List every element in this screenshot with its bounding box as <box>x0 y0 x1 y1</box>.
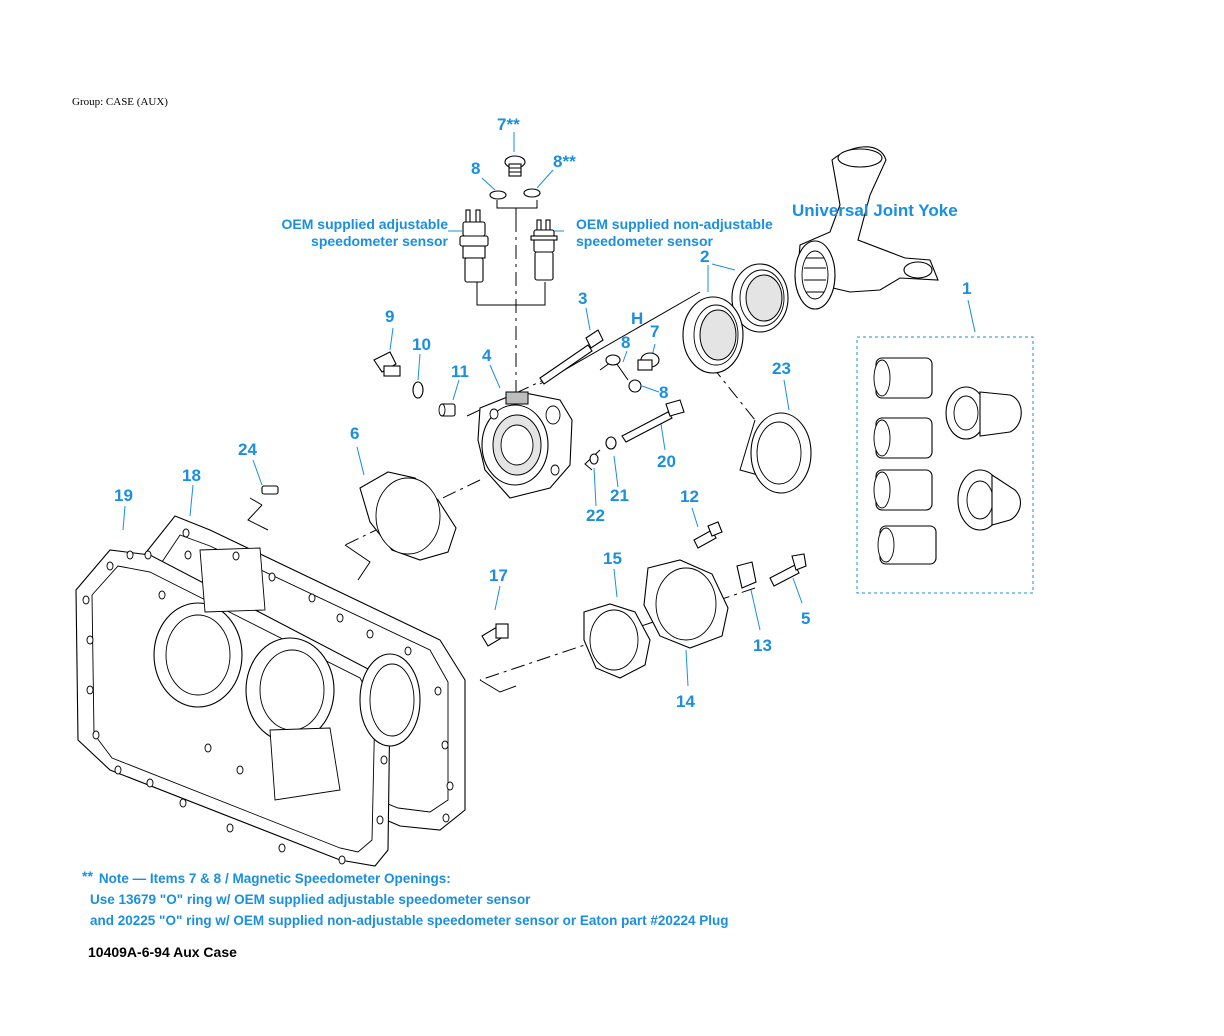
cover-14 <box>643 559 729 649</box>
seal-rear <box>731 263 789 333</box>
callout-8-top-right: 8** <box>553 152 576 171</box>
callout-11: 11 <box>451 362 469 381</box>
kit-installer-1 <box>945 386 1022 440</box>
bolt-3 <box>539 329 604 385</box>
callout-7-right: 7 <box>650 322 660 341</box>
kit-sleeve-4 <box>877 525 937 565</box>
callout-2: 2 <box>700 247 710 266</box>
note-line-2: Use 13679 "O" ring w/ OEM supplied adjus… <box>90 892 531 907</box>
callout-7-top: 7** <box>497 115 520 134</box>
universal-joint-yoke-label: Universal Joint Yoke <box>792 201 958 220</box>
oem-adjustable-line2: speedometer sensor <box>311 233 448 249</box>
callout-10: 10 <box>412 335 431 354</box>
callout-18: 18 <box>182 466 201 485</box>
callout-H: H <box>631 309 644 328</box>
callout-24: 24 <box>238 440 257 459</box>
callout-17: 17 <box>489 566 508 585</box>
leader-lines <box>122 132 976 687</box>
bearing-cover <box>477 391 573 499</box>
oem-adjustable-line1: OEM supplied adjustable <box>281 216 448 232</box>
washer-21 <box>605 436 617 450</box>
kit-installer-2 <box>957 469 1021 531</box>
bolt-5 <box>769 553 807 587</box>
callout-19: 19 <box>114 486 133 505</box>
case-bolt-holes <box>82 528 454 865</box>
callout-13: 13 <box>753 636 772 655</box>
figure-id: 10409A-6-94 Aux Case <box>88 944 237 960</box>
kit-sleeve-1 <box>873 357 933 399</box>
plug-7 <box>637 352 660 371</box>
dowel-11 <box>438 403 456 417</box>
bolt-12 <box>693 521 723 549</box>
aux-case-19 <box>75 547 421 867</box>
fitting-17 <box>481 623 509 647</box>
nonadjustable-speedometer-sensor <box>530 219 558 281</box>
callout-14: 14 <box>676 692 695 711</box>
adjustable-speedometer-sensor <box>459 209 489 283</box>
o-ring-top-left <box>489 190 507 200</box>
o-ring-8-lower <box>628 379 642 393</box>
seal-23 <box>750 412 812 494</box>
note-line-3: and 20225 "O" ring w/ OEM supplied non-a… <box>90 913 729 928</box>
pin-22 <box>589 453 599 465</box>
callout-21: 21 <box>610 486 629 505</box>
callout-5: 5 <box>801 609 811 628</box>
callout-8-mid-lower: 8 <box>659 383 669 402</box>
gasket-6 <box>359 471 457 561</box>
speedometer-note: ** Note — Items 7 & 8 / Magnetic Speedome… <box>82 866 728 931</box>
note-marker: ** <box>82 868 93 884</box>
callout-4: 4 <box>482 346 492 365</box>
callout-20: 20 <box>657 452 676 471</box>
note-line-1: ** Note — Items 7 & 8 / Magnetic Speedome… <box>82 866 728 889</box>
callout-23: 23 <box>772 359 791 378</box>
group-label: Group: CASE (AUX) <box>72 96 168 108</box>
callout-12: 12 <box>680 487 699 506</box>
note-line-1-text: Note — Items 7 & 8 / Magnetic Speedomete… <box>98 871 451 886</box>
callout-8-mid-upper: 8 <box>621 333 631 352</box>
callout-8-top-left: 8 <box>471 159 481 178</box>
callout-22: 22 <box>586 506 605 525</box>
oem-nonadjustable-line2: speedometer sensor <box>576 233 713 249</box>
stud-24 <box>261 485 279 495</box>
magnetic-plug-top <box>504 155 526 177</box>
oem-nonadjustable-sensor-label: OEM supplied non-adjustable speedometer … <box>576 216 773 250</box>
callout-1: 1 <box>962 279 972 298</box>
plug-9 <box>373 351 401 377</box>
universal-joint-yoke <box>794 146 939 310</box>
o-ring-top-right <box>523 188 541 198</box>
o-ring-10 <box>412 381 424 399</box>
oem-adjustable-sensor-label: OEM supplied adjustable speedometer sens… <box>262 216 448 250</box>
callout-3: 3 <box>578 289 588 308</box>
kit-sleeve-3 <box>873 469 933 511</box>
bracket-13 <box>736 561 757 589</box>
callout-6: 6 <box>350 424 360 443</box>
kit-sleeve-2 <box>873 417 933 459</box>
bolt-20 <box>621 399 685 443</box>
callout-15: 15 <box>603 549 622 568</box>
callout-9: 9 <box>385 307 395 326</box>
seal-kit-box <box>856 336 1034 594</box>
o-ring-8-upper <box>605 354 621 366</box>
seal-front <box>682 296 744 374</box>
oem-nonadjustable-line1: OEM supplied non-adjustable <box>576 216 773 232</box>
gasket-15 <box>583 603 651 679</box>
